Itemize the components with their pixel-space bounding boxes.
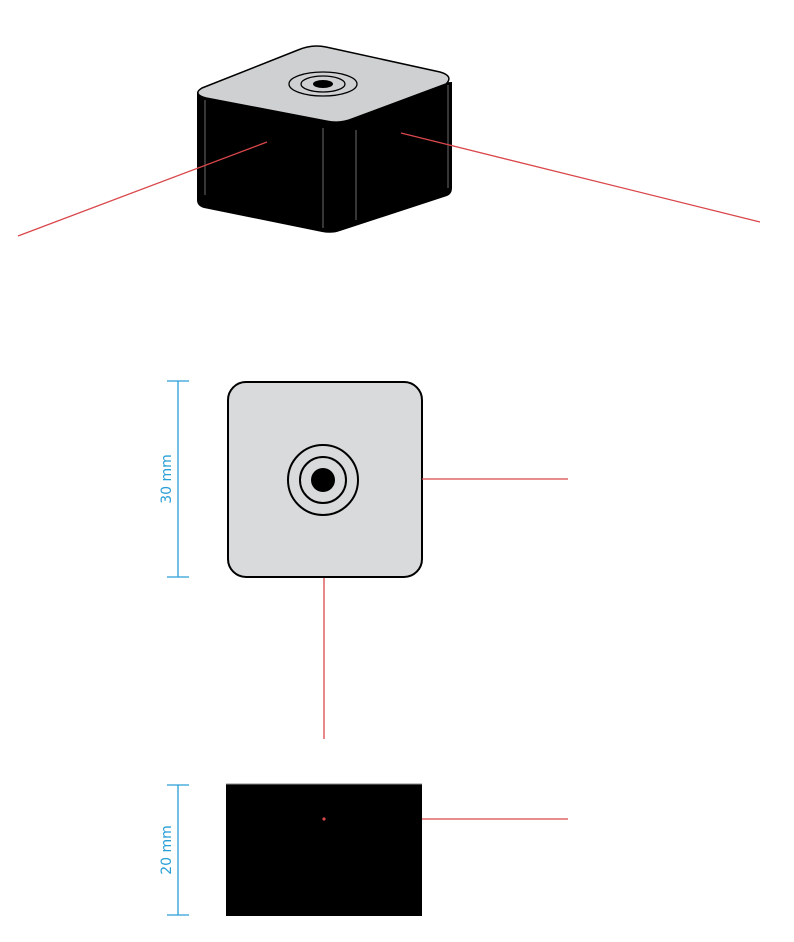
- side-view-body: [226, 784, 422, 916]
- top-outer-ring: [287, 444, 359, 516]
- side-dimension: [167, 784, 189, 916]
- top-dimension: [167, 380, 189, 578]
- top-view: 30 mm: [159, 380, 568, 739]
- iso-center-hole: [313, 80, 333, 88]
- side-center-marker: [322, 817, 326, 821]
- iso-leader-line-left: [17, 141, 268, 237]
- top-inner-ring: [299, 456, 347, 504]
- isometric-view: [17, 45, 761, 237]
- iso-inner-ring: [300, 75, 346, 93]
- top-center-hole: [311, 468, 335, 492]
- side-dimension-label: 20 mm: [159, 825, 175, 875]
- iso-body: [197, 82, 452, 233]
- top-dimension-label: 30 mm: [159, 454, 175, 504]
- iso-outer-ring: [288, 71, 358, 97]
- iso-leader-line-right: [400, 132, 761, 223]
- side-view: 20 mm: [159, 783, 568, 916]
